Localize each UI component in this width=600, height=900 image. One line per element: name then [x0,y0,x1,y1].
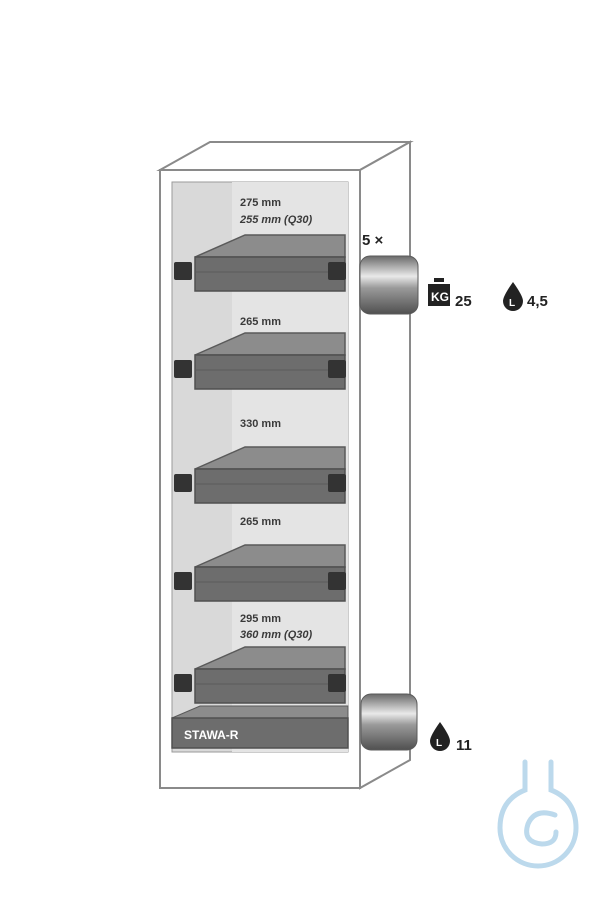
compartment-5-alt-height: 360 mm (Q30) [240,629,312,641]
weight-icon-text: KG [431,290,449,304]
drawer-1 [174,234,346,292]
sump-liter-drop-icon: L [430,722,450,751]
compartment-1-height: 275 mm [240,197,281,209]
drawer-tray-cylinder-icon [359,255,419,751]
sump-volume-value: 11 [456,737,472,754]
compartment-4-height: 265 mm [240,516,281,528]
drawer-2 [174,332,346,390]
drawer-5 [174,646,346,704]
compartment-2-height: 265 mm [240,316,281,328]
sump-liter-icon-text: L [436,738,442,749]
liter-drop-icon: L [503,282,523,311]
base-label: STAWA-R [184,728,239,742]
compartment-3-height: 330 mm [240,418,281,430]
drawer-4 [174,544,346,602]
compartment-5-height: 295 mm [240,613,281,625]
weight-icon: KG [428,278,450,306]
drawer-3 [174,446,346,504]
compartment-1-alt-height: 255 mm (Q30) [239,214,312,226]
drawer-volume-value: 4,5 [527,293,548,310]
flask-watermark-icon [497,759,579,869]
drawer-count-label: 5 × [362,232,384,249]
liter-icon-text: L [509,298,515,309]
weight-value: 25 [455,293,472,310]
bottom-sump: STAWA-R [171,705,349,749]
